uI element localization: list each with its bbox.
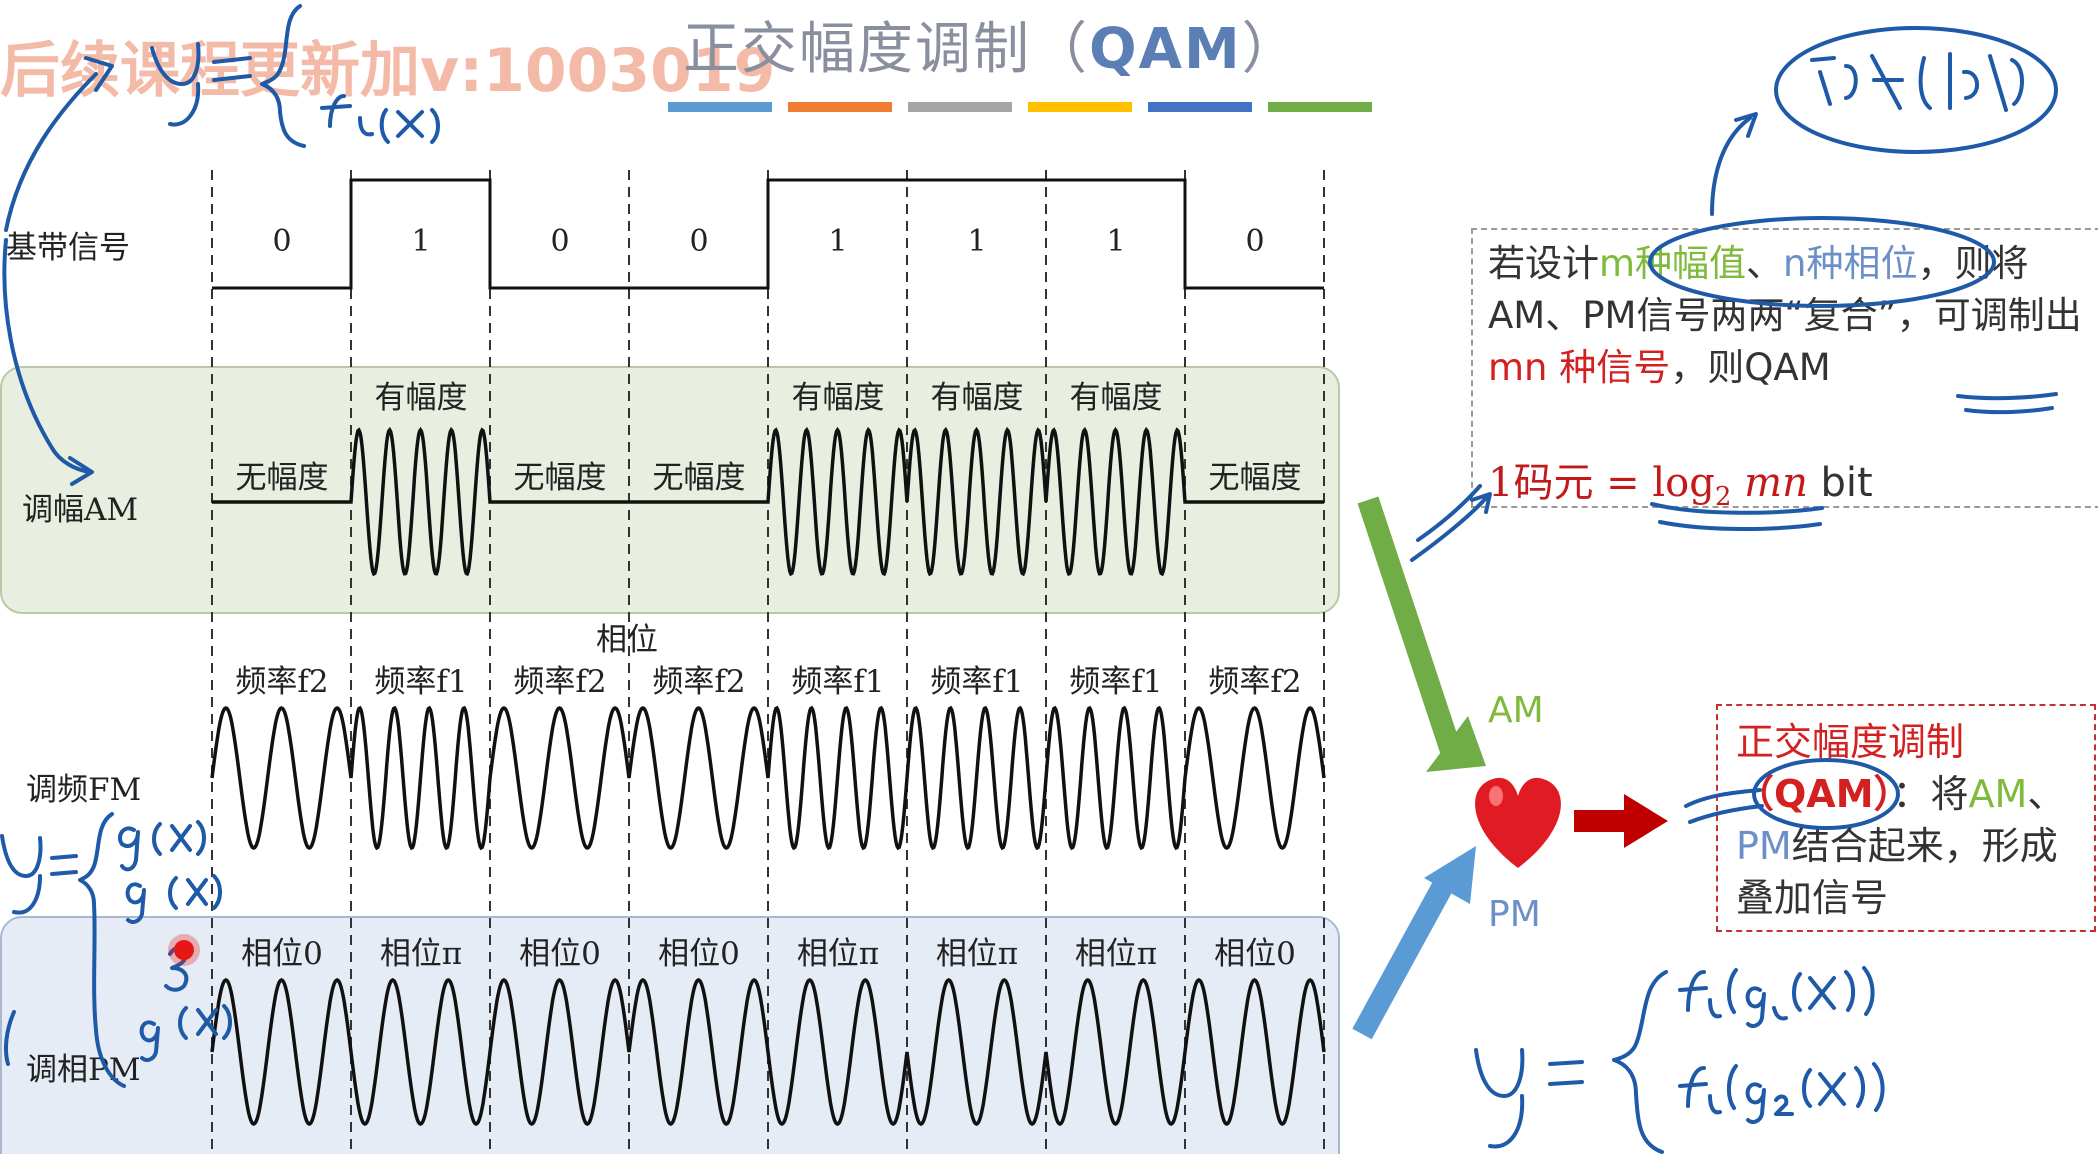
info-p3: ，则QAM xyxy=(1670,346,1831,389)
row-label-fm: 调频FM xyxy=(26,772,142,808)
info-text: 若设计m种幅值、n种相位，则将AM、PM信号两两“复合”，可调制出 mn 种信号，… xyxy=(1488,238,2088,394)
info-p2: ，则将AM、PM信号两两“复合”，可调制出 xyxy=(1488,242,2082,337)
fm-cell-label: 频率f2 xyxy=(652,664,746,700)
bit-label: 0 xyxy=(272,224,292,259)
qam-definition-box xyxy=(1716,704,2096,932)
title-bar-4 xyxy=(1028,102,1132,112)
watermark: 后续课程更新加v:1003019 xyxy=(0,36,776,106)
pm-cell-label: 相位π xyxy=(1074,936,1158,972)
fm-cell-label: 频率f2 xyxy=(235,664,329,700)
am-signal xyxy=(212,426,1324,577)
qam-def-title: 正交幅度调制 xyxy=(1736,720,1965,764)
pm-cell-label: 相位0 xyxy=(1214,936,1296,972)
am-cell-label: 有幅度 xyxy=(374,380,468,416)
info-n: n种相位 xyxy=(1783,242,1918,285)
formula-sub: 2 xyxy=(1714,482,1732,512)
title-bar-6 xyxy=(1268,102,1372,112)
bit-label: 1 xyxy=(967,224,987,259)
qam-def-colon: ：将 xyxy=(1892,772,1969,816)
handwritten-arrow-top-left xyxy=(4,72,98,232)
fm-cell-label: 频率f1 xyxy=(374,664,468,700)
handwritten-circle-mn xyxy=(1648,216,1996,308)
pm-signal xyxy=(210,978,1326,1126)
qam-def-pm: PM xyxy=(1736,824,1792,868)
formula-left: 1码元 = log xyxy=(1488,460,1715,506)
pm-cell-label: 相位0 xyxy=(519,936,601,972)
qam-definition-text: 正交幅度调制（QAM）：将AM、PM结合起来，形成叠加信号 xyxy=(1736,716,2086,924)
laser-pointer xyxy=(174,940,194,960)
pm-arrow xyxy=(1352,846,1476,1040)
info-m: m种幅值 xyxy=(1599,242,1747,285)
info-box xyxy=(1471,228,2098,508)
am-cell-label: 无幅度 xyxy=(235,460,329,496)
qam-def-rest: 结合起来，形成叠加信号 xyxy=(1736,824,2058,920)
merge-am-label: AM xyxy=(1488,690,1544,731)
fm-signal xyxy=(210,705,1326,851)
am-cell-label: 有幅度 xyxy=(930,380,1024,416)
handwritten-underline-qam xyxy=(1956,392,2058,415)
row-label-baseband: 基带信号 xyxy=(6,230,130,266)
pm-cell-label: 相位π xyxy=(796,936,880,972)
bit-label: 0 xyxy=(689,224,709,259)
title-bar-1 xyxy=(668,102,772,112)
am-cell-label: 无幅度 xyxy=(1208,460,1302,496)
am-arrow xyxy=(1357,496,1486,772)
bit-label: 1 xyxy=(828,224,848,259)
title-bar-5 xyxy=(1148,102,1252,112)
pm-cell-label: 相位0 xyxy=(241,936,323,972)
am-panel xyxy=(0,366,1340,614)
fm-cell-label: 频率f2 xyxy=(1208,664,1302,700)
pm-panel xyxy=(0,916,1340,1154)
am-cell-label: 无幅度 xyxy=(652,460,746,496)
bit-label: 0 xyxy=(1245,224,1265,259)
formula-right: mn xyxy=(1731,460,1808,506)
handwritten-arrow-formula xyxy=(1410,484,1488,562)
fm-cell-label: 频率f2 xyxy=(513,664,607,700)
handwritten-composite-function xyxy=(1710,26,2058,216)
am-cell-label: 有幅度 xyxy=(791,380,885,416)
handwritten-bottom-formula xyxy=(1474,966,1885,1154)
title-qam: QAM xyxy=(1089,17,1242,82)
bit-label: 0 xyxy=(550,224,570,259)
qam-def-sep: 、 xyxy=(2027,772,2066,816)
baseband-signal xyxy=(212,178,1324,290)
pm-cell-label: 相位π xyxy=(379,936,463,972)
heart-icon xyxy=(1475,777,1561,868)
page-title: 正交幅度调制（QAM） xyxy=(683,4,1300,85)
am-cell-label: 有幅度 xyxy=(1069,380,1163,416)
bit-label: 1 xyxy=(411,224,431,259)
merge-pm-label: PM xyxy=(1488,894,1541,935)
handwritten-underline-formula xyxy=(1650,502,1824,531)
title-close: ） xyxy=(1241,17,1300,82)
fm-cell-label: 频率f1 xyxy=(791,664,885,700)
info-mn: mn 种信号 xyxy=(1488,346,1671,389)
handwritten-top-formula xyxy=(150,4,440,148)
am-cell-label: 无幅度 xyxy=(513,460,607,496)
pm-cell-label: 相位π xyxy=(935,936,1019,972)
fm-cell-label: 频率f1 xyxy=(1069,664,1163,700)
pm-cell-label: 相位0 xyxy=(658,936,740,972)
info-sep: 、 xyxy=(1746,242,1784,285)
handwritten-left-formula xyxy=(0,812,232,1088)
row-label-pm: 调相PM xyxy=(26,1052,141,1088)
formula-unit: bit xyxy=(1807,460,1873,506)
handwritten-arrowhead-top-left xyxy=(84,56,114,92)
bit-label: 1 xyxy=(1106,224,1126,259)
title-bar-3 xyxy=(908,102,1012,112)
handwritten-curve-left xyxy=(2,238,92,474)
title-main: 正交幅度调制（ xyxy=(683,17,1089,82)
fm-heading: 相位 xyxy=(596,622,658,658)
handwritten-circle-qam xyxy=(1752,758,1900,830)
qam-def-am: AM xyxy=(1968,772,2028,816)
fm-cell-label: 频率f1 xyxy=(930,664,1024,700)
info-p1: 若设计 xyxy=(1488,242,1599,285)
result-arrow xyxy=(1574,794,1668,848)
row-label-am: 调幅AM xyxy=(22,492,139,528)
title-bar-2 xyxy=(788,102,892,112)
symbol-formula: 1码元 = log2 mn bit xyxy=(1488,450,1873,512)
